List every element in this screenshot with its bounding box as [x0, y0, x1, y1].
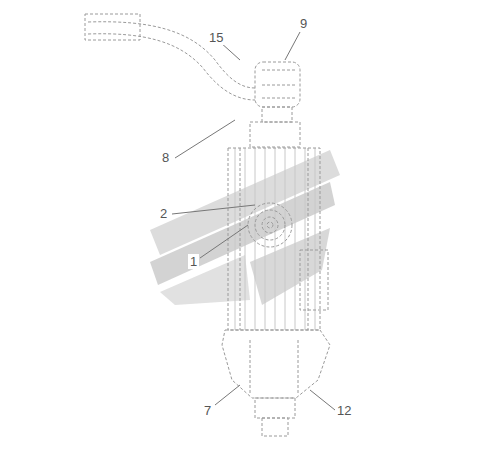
callout-number: 15: [207, 30, 225, 45]
callout-number: 2: [158, 206, 169, 221]
callout-number: 8: [160, 150, 171, 165]
callout-number: 1: [188, 254, 199, 269]
leader-lines: [172, 32, 335, 410]
callout-number: 12: [335, 403, 353, 418]
part-outlines: [85, 14, 330, 436]
callout-number: 9: [298, 16, 309, 31]
callout-number: 7: [202, 403, 213, 418]
